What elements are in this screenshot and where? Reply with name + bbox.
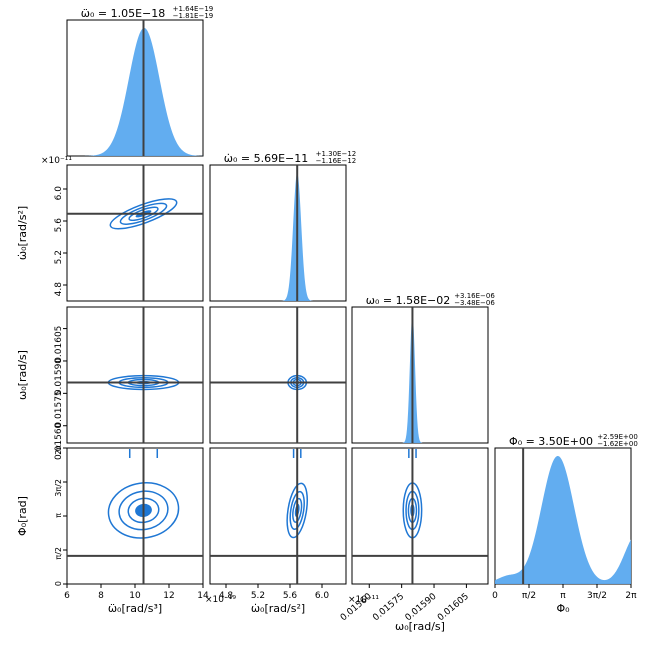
title-f: ω₀ = 1.58E−02 (366, 294, 451, 307)
x-tick-label-phi-4: 2π (625, 591, 637, 601)
y-tick-label-fdot-1: 5.2 (54, 250, 64, 264)
x-tick-label-f-3: 0.01605 (436, 592, 471, 624)
contour-1-fdot-fddot (128, 206, 159, 222)
frame-f-fdot (209, 306, 347, 444)
diag-panel-f: ω₀ = 1.58E−02+3.16E−06−3.48E−06 (351, 292, 495, 444)
x-tick-label-phi-3: 3π/2 (587, 591, 607, 601)
x-tick-label-fddot-3: 12 (163, 591, 174, 601)
x-axis-fdot: 4.8 5.2 5.6 6.0 ω̇₀[rad/s²] ×10⁻¹¹ (219, 584, 379, 615)
title-sub-phi: −1.62E+00 (597, 440, 638, 448)
panel-phi-vs-f (351, 447, 489, 585)
x-tick-label-fdot-0: 4.8 (219, 591, 234, 601)
y-tick-label-fdot-2: 5.6 (54, 218, 64, 233)
y-tick-label-f-3: 0.01605 (54, 326, 64, 363)
frame-f-fddot (66, 306, 204, 444)
title-phi: Φ₀ = 3.50E+00 (509, 435, 593, 448)
y-tick-label-f-1: 0.01575 (54, 390, 64, 427)
contour-2-phi-fddot (118, 490, 169, 531)
x-tick-label-f-2: 0.01590 (404, 592, 439, 624)
y-tick-label-phi-4: 2π (54, 445, 63, 455)
x-tick-label-fdot-3: 6.0 (315, 591, 330, 601)
x-tick-label-fddot-4: 14 (197, 591, 209, 601)
y-tick-label-fdot-3: 6.0 (54, 186, 64, 201)
diag-panel-fddot: ω̈₀ = 1.05E−18 +1.64E−19−1.81E−19 (66, 5, 214, 157)
panel-f-vs-fddot (66, 306, 204, 444)
x-tick-label-phi-1: π/2 (522, 591, 536, 601)
title-sup-f: +3.16E−06 (454, 292, 495, 300)
x-tick-label-phi-0: 0 (492, 591, 498, 601)
contour-wrap-phi-f (408, 449, 417, 458)
x-offset-fddot: ×10⁻¹⁹ (205, 595, 236, 605)
title-sub-f: −3.48E−06 (454, 299, 495, 307)
title-sup-phi: +2.59E+00 (597, 433, 638, 441)
panel-f-vs-fdot (209, 306, 347, 444)
diag-frame-f (351, 306, 489, 444)
panel-fdot-vs-fddot (66, 164, 204, 302)
x-tick-label-fddot-0: 6 (64, 591, 70, 601)
x-tick-label-fdot-1: 5.2 (251, 591, 265, 601)
x-tick-label-fdot-2: 5.6 (283, 591, 298, 601)
panel-phi-vs-fdot (209, 447, 347, 585)
y-axis-label-phi: Φ₀[rad] (16, 496, 29, 536)
contour-wrap-phi-fdot (292, 449, 302, 458)
contour-1-phi-fddot (127, 497, 160, 524)
x-axis-fddot: 6 8 10 12 14 ω̈₀[rad/s³] ×10⁻¹⁹ (64, 584, 236, 615)
contour-3-phi-fddot (107, 482, 180, 539)
frame-phi-f (351, 447, 489, 585)
title-fdot: ω̇₀ = 5.69E−11 (224, 152, 309, 165)
x-tick-label-fddot-1: 8 (98, 591, 104, 601)
diag-panel-fdot: ω̇₀ = 5.69E−11 +1.30E−12−1.16E−12 (209, 150, 357, 302)
contour-3-phi-fdot (286, 482, 308, 539)
y-tick-label-phi-3: 3π/2 (54, 479, 63, 497)
diag-panel-phi: Φ₀ = 3.50E+00 +2.59E+00−1.62E+00 (494, 433, 638, 585)
x-axis-label-fdot: ω̇₀[rad/s²] (251, 602, 305, 615)
x-tick-label-fddot-2: 10 (129, 591, 141, 601)
title-sub-fdot: −1.16E−12 (316, 157, 357, 165)
y-tick-label-phi-0: 0 (54, 581, 63, 586)
histogram-phi (495, 456, 631, 584)
y-axis-label-f: ω₀[rad/s] (16, 350, 29, 400)
x-offset-fdot: ×10⁻¹¹ (348, 595, 379, 605)
panel-phi-vs-fddot (66, 447, 204, 585)
y-axis-fdot: 4.8 5.2 5.6 6.0 ω̇₀[rad/s²] ×10⁻¹¹ (16, 156, 72, 296)
y-tick-label-phi-2: π (54, 513, 63, 518)
frame-phi-fdot (209, 447, 347, 585)
y-axis-label-fdot: ω̇₀[rad/s²] (16, 206, 29, 260)
x-axis-label-f: ω₀[rad/s] (395, 620, 445, 633)
y-tick-label-f-0: 0.01560 (54, 422, 64, 459)
frame-phi-fddot (66, 447, 204, 585)
contour-2-fdot-fddot (119, 202, 168, 225)
title-fddot: ω̈₀ = 1.05E−18 (81, 7, 166, 20)
x-axis-label-phi: Φ₀ (556, 602, 570, 615)
frame-fdot-fddot (66, 164, 204, 302)
contour-wrap-phi-fddot (128, 449, 159, 458)
y-tick-label-phi-1: π/2 (54, 547, 63, 560)
contour-3-fdot-fddot (109, 198, 178, 230)
title-sup-fddot: +1.64E−19 (173, 5, 214, 13)
y-tick-label-fdot-0: 4.8 (54, 282, 64, 297)
contour-1-phi-fdot (292, 497, 303, 523)
title-sub-fddot: −1.81E−19 (173, 12, 214, 20)
contour-2-phi-fdot (289, 490, 305, 530)
y-tick-label-f-2: 0.01590 (54, 358, 64, 395)
y-offset-fdot: ×10⁻¹¹ (41, 156, 72, 166)
title-sup-fdot: +1.30E−12 (316, 150, 357, 158)
x-axis-label-fddot: ω̈₀[rad/s³] (108, 602, 162, 615)
x-tick-label-phi-2: π (560, 591, 566, 601)
histogram-fddot (67, 28, 203, 156)
diag-frame-fdot (209, 164, 347, 302)
